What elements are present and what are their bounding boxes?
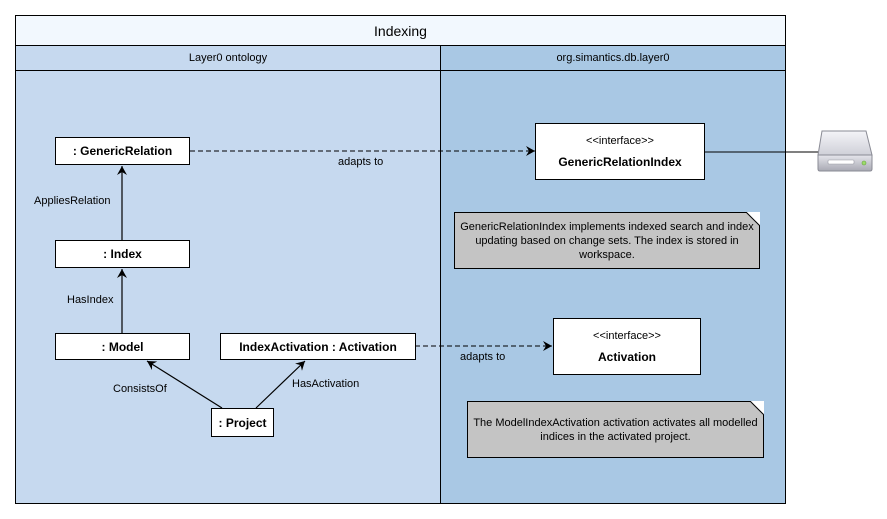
node-activation: <<interface>> Activation <box>553 318 701 375</box>
note-generic-relation-index: GenericRelationIndex implements indexed … <box>454 212 760 269</box>
edge-label-has-index: HasIndex <box>67 294 114 306</box>
note-model-index-activation-text: The ModelIndexActivation activation acti… <box>473 416 758 443</box>
node-index-activation-label: IndexActivation : Activation <box>239 339 397 354</box>
edge-label-adapts-to-1: adapts to <box>338 156 384 168</box>
node-generic-relation-index-stereotype: <<interface>> <box>586 134 654 147</box>
edge-consists-of <box>146 360 223 409</box>
node-project-label: : Project <box>218 415 267 430</box>
edge-label-adapts-to-2: adapts to <box>460 351 506 363</box>
note-model-index-activation: The ModelIndexActivation activation acti… <box>467 401 764 458</box>
node-generic-relation-index: <<interface>> GenericRelationIndex <box>535 123 705 180</box>
edge-has-activation <box>255 360 306 409</box>
node-generic-relation: : GenericRelation <box>55 137 190 165</box>
lane-header-left: Layer0 ontology <box>16 46 440 71</box>
hard-drive-icon <box>817 130 873 172</box>
node-activation-stereotype: <<interface>> <box>593 329 661 342</box>
node-model: : Model <box>55 333 190 360</box>
node-project: : Project <box>211 408 274 437</box>
lane-header-right: org.simantics.db.layer0 <box>441 46 785 71</box>
note-fold-icon <box>746 212 760 226</box>
note-fold-icon <box>750 401 764 415</box>
edge-label-consists-of: ConsistsOf <box>113 383 167 395</box>
diagram-title: Indexing <box>15 15 786 46</box>
node-generic-relation-label: : GenericRelation <box>72 144 173 158</box>
node-activation-name: Activation <box>597 349 656 364</box>
node-index-activation: IndexActivation : Activation <box>220 333 416 360</box>
node-index-label: : Index <box>103 247 142 261</box>
edge-label-applies-relation: AppliesRelation <box>34 195 111 207</box>
node-model-label: : Model <box>101 339 144 354</box>
note-generic-relation-index-text: GenericRelationIndex implements indexed … <box>460 220 754 261</box>
node-generic-relation-index-name: GenericRelationIndex <box>558 154 682 169</box>
edge-label-has-activation: HasActivation <box>292 378 360 390</box>
node-index: : Index <box>55 240 190 268</box>
